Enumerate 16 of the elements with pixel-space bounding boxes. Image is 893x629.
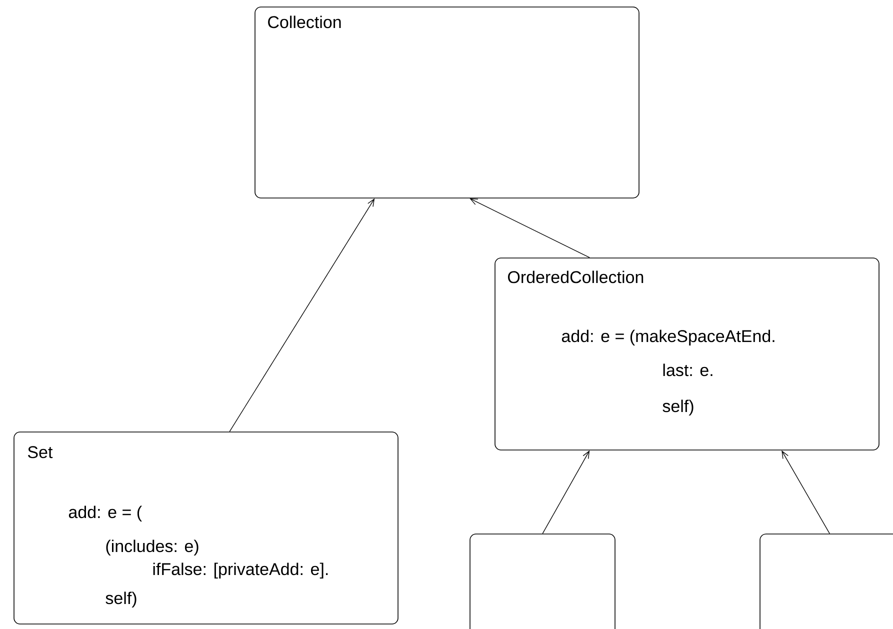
code-line: self) [106,592,136,608]
arrow [542,450,590,534]
code-line: add: e = (makeSpaceAtEnd. [562,330,774,346]
code-line: ifFalse: [privateAdd: e]. [153,562,328,579]
code-line: add: e = ( [68,506,142,522]
class-box [470,534,616,629]
class-name: OrderedCollection [508,270,644,284]
code-line: self) [662,400,694,416]
arrow [782,450,830,534]
class-box [760,534,893,629]
arrow [229,198,375,432]
arrow [470,198,590,258]
code-line: last: e. [663,364,712,376]
class-name: Collection [268,16,341,28]
code-line: (includes: e) [106,540,198,556]
class-name: Set [28,446,53,458]
